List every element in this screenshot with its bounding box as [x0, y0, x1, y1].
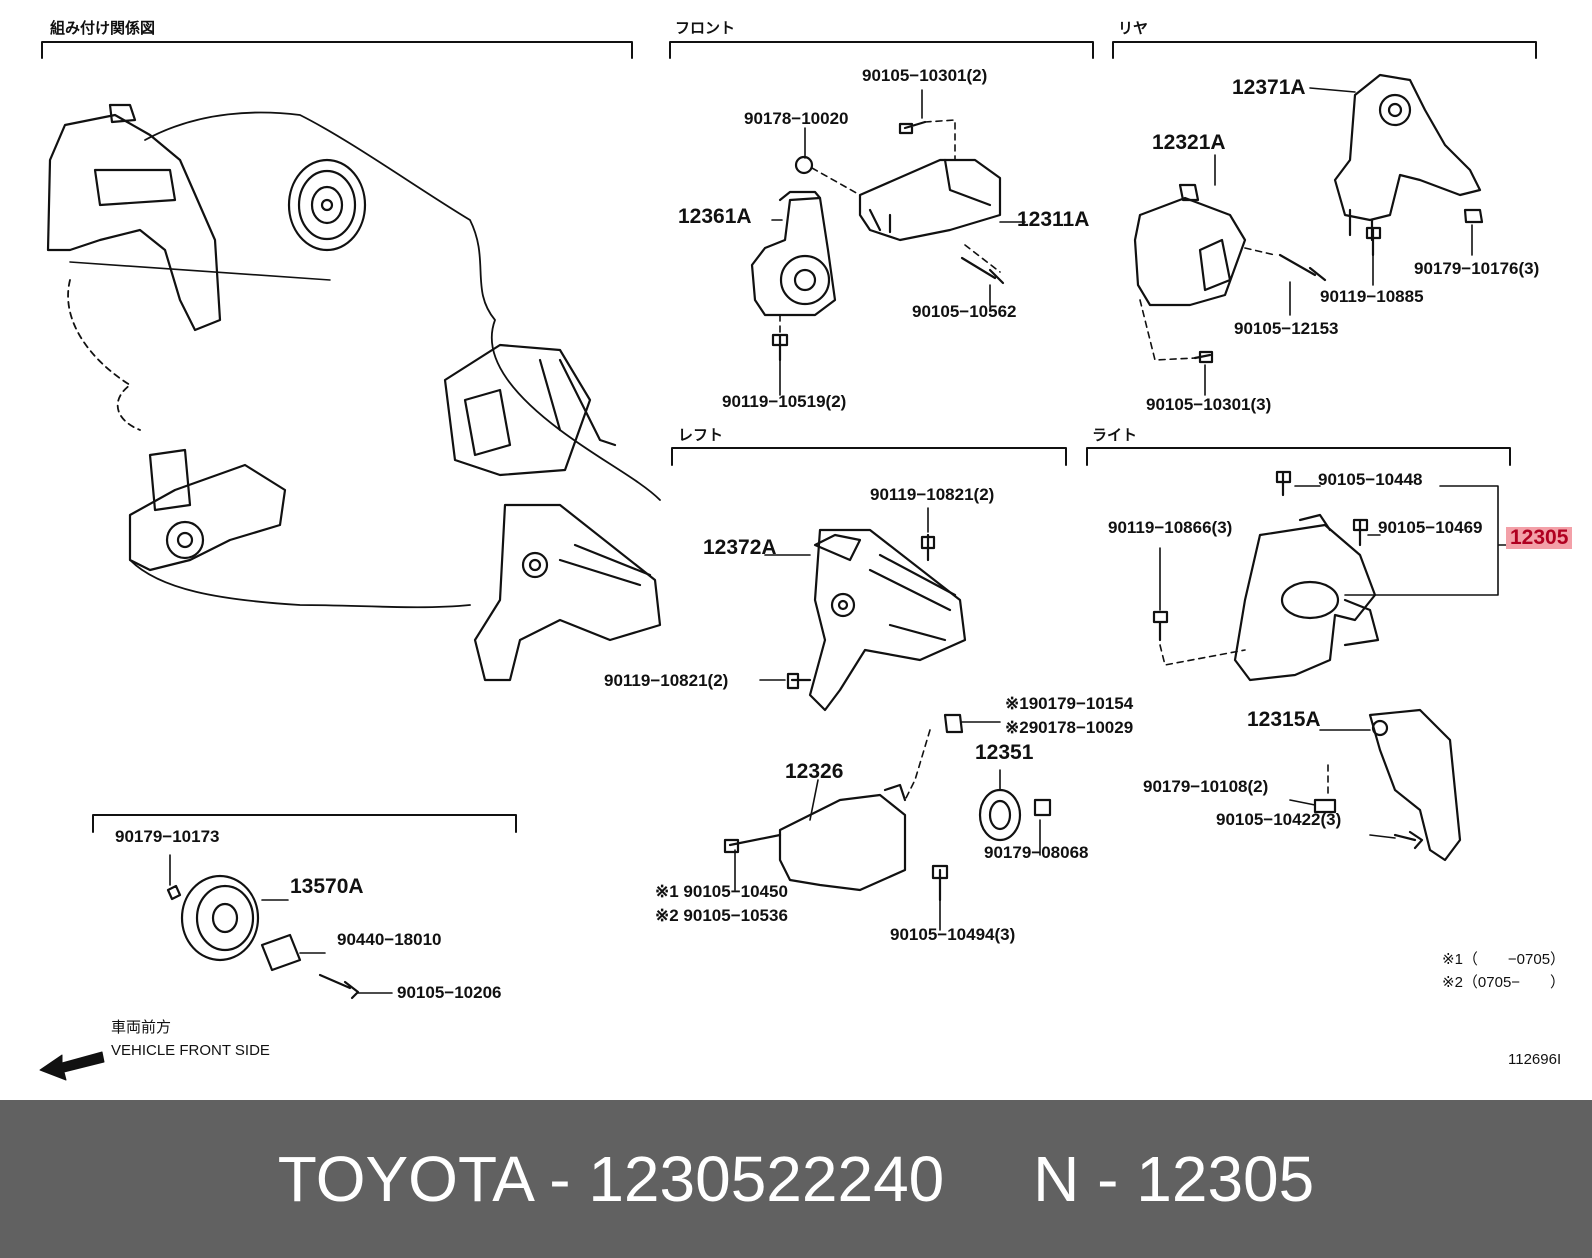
- part-label[interactable]: ※190179−10154: [1005, 694, 1134, 713]
- part-label[interactable]: 12351: [975, 741, 1034, 764]
- front-section-parts: [750, 89, 1026, 396]
- part-label[interactable]: 12372A: [703, 536, 777, 559]
- part-label[interactable]: ※2 90105−10536: [655, 906, 788, 925]
- part-label[interactable]: ※290178−10029: [1005, 718, 1134, 737]
- part-label[interactable]: 90105−10206: [397, 983, 502, 1002]
- part-label[interactable]: 90105−10301(3): [1146, 395, 1272, 414]
- part-label[interactable]: 12311A: [1017, 208, 1090, 231]
- part-label[interactable]: 90119−10821(2): [604, 671, 729, 690]
- vehicle-front-label-jp: 車両前方: [111, 1019, 172, 1036]
- part-label[interactable]: 90179−10176(3): [1414, 259, 1540, 278]
- part-label[interactable]: 90105−10422(3): [1216, 810, 1342, 829]
- section-brackets: [41, 41, 1537, 833]
- footer-text: TOYOTA - 1230522240 N - 12305: [277, 1143, 1315, 1215]
- vehicle-front-arrow: [39, 1051, 105, 1081]
- rear-section-parts: [1133, 73, 1484, 396]
- part-label[interactable]: 90105−10301(2): [862, 66, 988, 85]
- left-section-parts: [759, 507, 967, 712]
- part-number-footer: TOYOTA - 1230522240 N - 12305: [0, 1100, 1592, 1258]
- part-label[interactable]: 12371A: [1232, 76, 1306, 99]
- section-right-title: ライト: [1092, 426, 1138, 444]
- date-note-1: ※1（ −0705）: [1442, 951, 1566, 968]
- exploded-parts-diagram: [39, 41, 1537, 1081]
- part-label[interactable]: ※1 90105−10450: [655, 882, 788, 901]
- section-rear-title: リヤ: [1118, 19, 1149, 37]
- part-label[interactable]: 90105−12153: [1234, 319, 1339, 338]
- part-label[interactable]: 12315A: [1247, 708, 1321, 731]
- engine-assembly-drawing: [46, 103, 662, 682]
- part-label[interactable]: 90105−10494(3): [890, 925, 1016, 944]
- part-label[interactable]: 90119−10519(2): [722, 392, 847, 411]
- part-label[interactable]: 90105−10469: [1378, 518, 1483, 537]
- part-label[interactable]: 90179−08068: [984, 843, 1089, 862]
- part-label[interactable]: 90119−10821(2): [870, 485, 995, 504]
- part-label-highlighted[interactable]: 12305: [1506, 527, 1573, 549]
- part-label[interactable]: 90179−10108(2): [1143, 777, 1269, 796]
- part-label[interactable]: 12326: [785, 760, 844, 783]
- part-label[interactable]: 90105−10448: [1318, 470, 1423, 489]
- part-label[interactable]: 90440−18010: [337, 930, 442, 949]
- part-label[interactable]: 90119−10885: [1320, 287, 1424, 306]
- part-label[interactable]: 90179−10173: [115, 827, 220, 846]
- part-label[interactable]: 12361A: [678, 205, 752, 228]
- lower-middle-parts: [723, 713, 1052, 931]
- diagram-id: 112696I: [1508, 1051, 1562, 1068]
- date-note-2: ※2（0705− ）: [1442, 974, 1566, 991]
- part-label[interactable]: 90178−10020: [744, 109, 849, 128]
- section-front-title: フロント: [675, 19, 736, 37]
- part-label[interactable]: 90119−10866(3): [1108, 518, 1233, 537]
- idler-pulley-group: [166, 854, 393, 1000]
- part-label[interactable]: 12321A: [1152, 131, 1226, 154]
- vehicle-front-label-en: VEHICLE FRONT SIDE: [111, 1042, 270, 1059]
- part-label[interactable]: 90105−10562: [912, 302, 1017, 321]
- section-left-title: レフト: [678, 426, 724, 444]
- right-section-parts: [1152, 470, 1509, 862]
- section-assembly-title: 組み付け関係図: [50, 19, 156, 37]
- part-label[interactable]: 13570A: [290, 875, 364, 898]
